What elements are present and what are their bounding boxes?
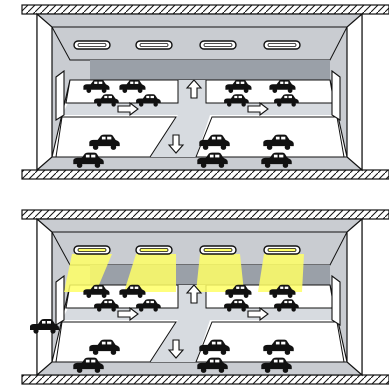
ceiling-light-fixture-icon xyxy=(74,41,110,49)
back-wall xyxy=(90,60,330,80)
ceiling-light-fixture-icon xyxy=(136,246,172,254)
ceiling-light-fixture-icon xyxy=(200,41,236,49)
ceiling-light-fixture-icon xyxy=(74,246,110,254)
ceiling-light-fixture-icon xyxy=(136,41,172,49)
door-icon xyxy=(56,71,64,120)
ceiling-light-fixture-icon xyxy=(200,246,236,254)
parking-bay xyxy=(66,80,178,103)
door-icon xyxy=(56,276,64,325)
ceiling-light-fixture-icon xyxy=(264,246,300,254)
left-wall xyxy=(37,219,52,375)
floor-slab xyxy=(22,375,389,384)
right-wall xyxy=(347,219,362,375)
left-wall xyxy=(37,14,52,170)
floor-slab xyxy=(22,170,389,179)
ceiling-light-fixture-icon xyxy=(264,41,300,49)
door-icon xyxy=(332,71,340,120)
floor-slab xyxy=(22,5,389,14)
door-icon xyxy=(332,276,340,325)
floor-slab xyxy=(22,210,389,219)
garage-panel-lights-off xyxy=(22,5,389,179)
right-wall xyxy=(347,14,362,170)
garage-panel-lights-on xyxy=(22,210,389,384)
